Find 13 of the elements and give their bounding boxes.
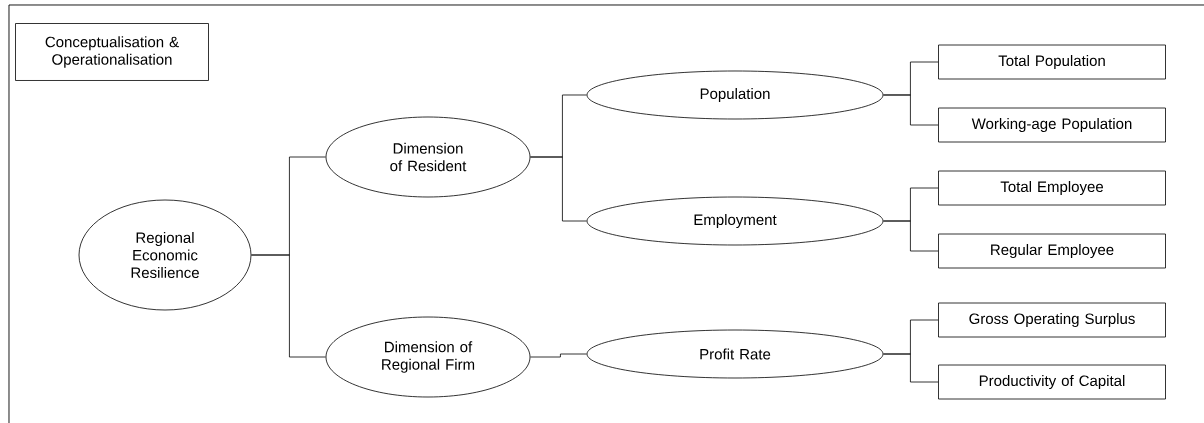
label-box: Working-age Population [938, 107, 1166, 143]
label-box: Total Employee [938, 170, 1166, 206]
connector [251, 254, 326, 358]
label-box: Gross Operating Surplus [938, 302, 1166, 338]
connector [883, 353, 939, 383]
label-box: Productivity of Capital [938, 364, 1166, 400]
connector [883, 94, 939, 126]
connector [883, 220, 939, 252]
connector [530, 156, 587, 222]
label-box: Regular Employee [938, 233, 1166, 269]
connector [530, 353, 587, 358]
label-box: Total Population [938, 44, 1166, 80]
label-box: Conceptualisation & Operationalisation [15, 23, 209, 81]
